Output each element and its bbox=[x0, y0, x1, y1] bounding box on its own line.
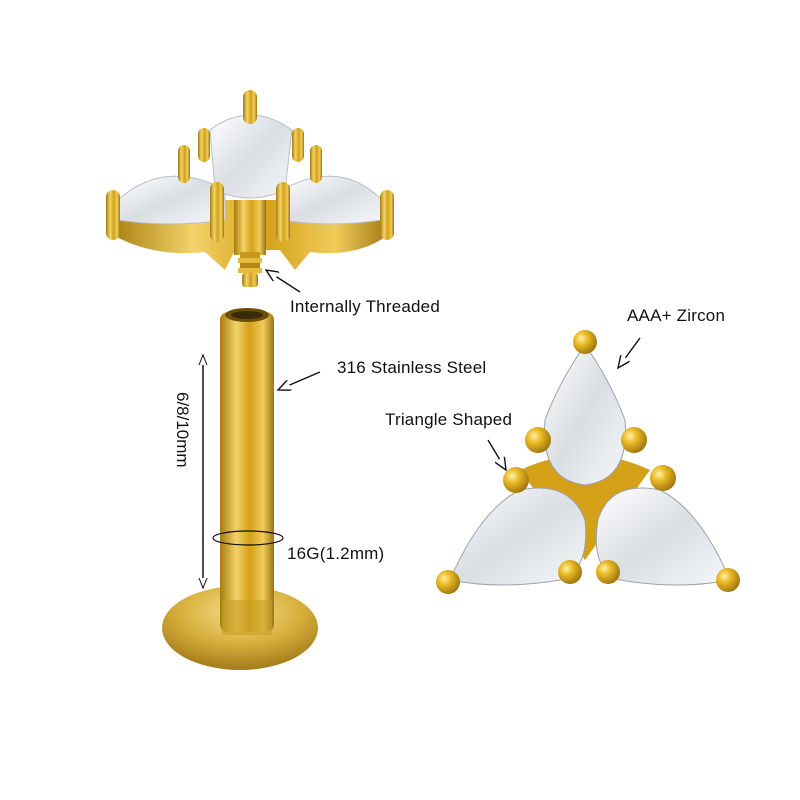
triangle-top-view bbox=[436, 330, 740, 594]
label-internally-threaded: Internally Threaded bbox=[290, 297, 440, 316]
label-gauge: 16G(1.2mm) bbox=[287, 544, 385, 563]
label-zircon: AAA+ Zircon bbox=[627, 306, 726, 325]
gauge-ring bbox=[212, 530, 284, 546]
top-head-side-view bbox=[106, 90, 394, 287]
label-material: 316 Stainless Steel bbox=[337, 358, 487, 377]
arrow-internally-threaded bbox=[266, 270, 301, 293]
arrow-zircon bbox=[618, 337, 641, 368]
label-length: 6/8/10mm bbox=[173, 392, 192, 468]
arrow-material bbox=[278, 371, 321, 390]
label-triangle-shaped: Triangle Shaped bbox=[385, 410, 513, 429]
labret-post bbox=[162, 308, 318, 670]
arrow-triangle bbox=[487, 439, 506, 470]
